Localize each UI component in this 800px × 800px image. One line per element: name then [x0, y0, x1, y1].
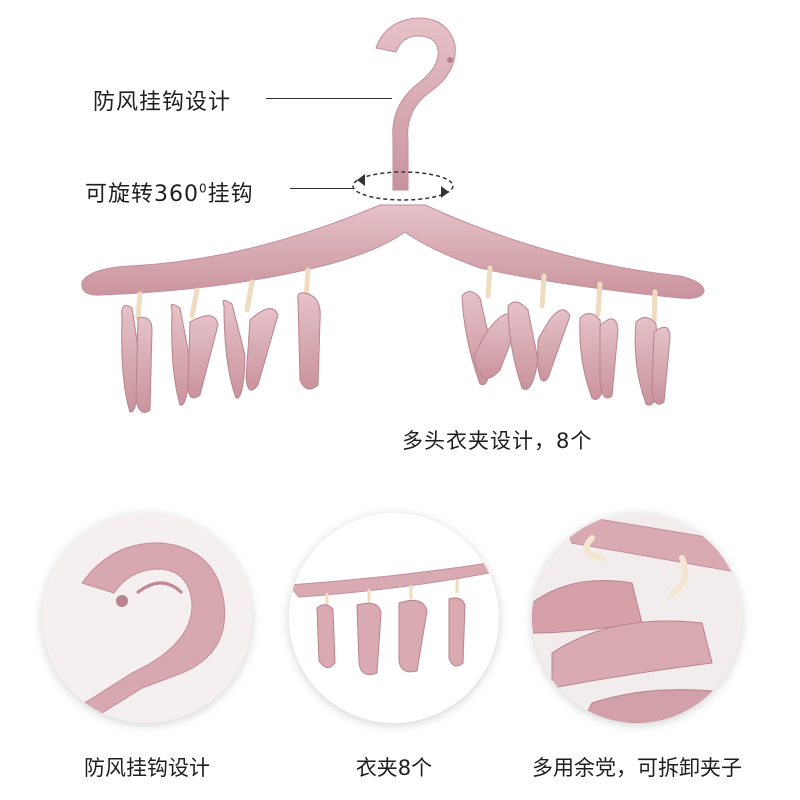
clips	[121, 291, 671, 413]
clips-design-label: 多头衣夹设计，8个	[402, 429, 593, 453]
rotation-label: 可旋转3600挂钩	[85, 176, 254, 208]
detachable-clip-image	[532, 513, 742, 723]
rotation-label-prefix: 可旋转360	[85, 182, 199, 207]
rotation-label-suffix: 挂钩	[207, 182, 254, 207]
caption-clips: 衣夹8个	[355, 756, 433, 780]
hook-detail-circle	[42, 513, 252, 723]
hanger-bar	[81, 204, 705, 299]
rotation-leader	[290, 188, 354, 189]
clips-detail-image	[289, 513, 499, 723]
rotation-ring	[352, 171, 454, 201]
hanger-illustration	[81, 17, 705, 413]
clips-detail-circle	[289, 513, 499, 723]
hook-hole	[447, 57, 453, 63]
hook-design-leader	[266, 98, 392, 99]
hook	[375, 17, 456, 191]
hook-design-label: 防风挂钩设计	[93, 90, 232, 115]
caption-hook: 防风挂钩设计	[84, 756, 210, 780]
detachable-clip-circle	[532, 513, 742, 723]
hook-detail-image	[42, 513, 252, 723]
caption-detachable: 多用余党，可拆卸夹子	[532, 756, 742, 780]
rotation-label-sup: 0	[199, 181, 208, 196]
